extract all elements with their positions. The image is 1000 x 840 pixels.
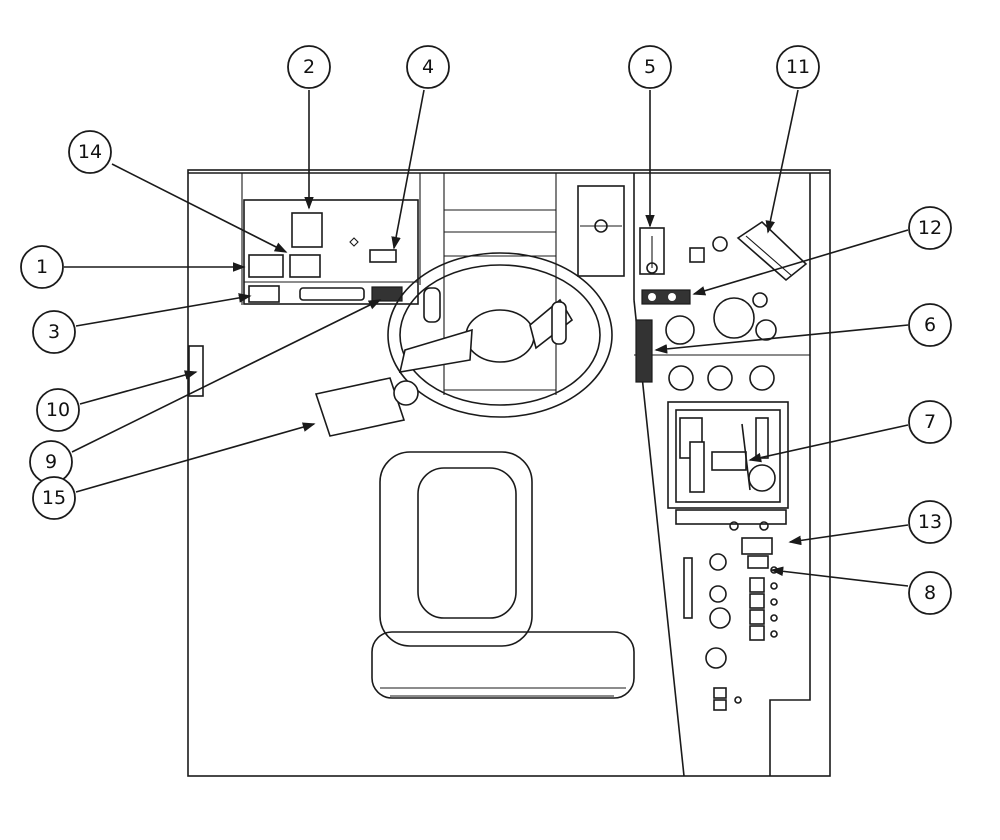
callout-5: 5 [628, 45, 672, 89]
callout-13: 13 [908, 500, 952, 544]
callout-label: 10 [46, 399, 70, 421]
callout-9: 9 [29, 440, 73, 484]
callout-label: 12 [918, 217, 942, 239]
hinge-plate [577, 185, 625, 277]
callout-12: 12 [908, 206, 952, 250]
callout-6: 6 [908, 303, 952, 347]
steering-wheel [387, 252, 613, 418]
callout-label: 3 [48, 321, 60, 343]
operator-seat [371, 451, 635, 699]
callout-label: 1 [36, 256, 48, 278]
callout-4: 4 [406, 45, 450, 89]
callout-label: 15 [42, 487, 66, 509]
callout-label: 6 [924, 314, 936, 336]
callout-7: 7 [908, 400, 952, 444]
switch-bank [683, 537, 778, 711]
callout-label: 14 [78, 141, 102, 163]
cab-outline [187, 169, 831, 777]
callout-label: 13 [918, 511, 942, 533]
callout-14: 14 [68, 130, 112, 174]
center-column [444, 209, 556, 391]
callout-11: 11 [776, 45, 820, 89]
left-dash-panel [243, 199, 419, 305]
callouts: 1 2 3 4 5 6 7 8 9 10 11 12 13 14 15 [20, 45, 952, 615]
callout-label: 2 [303, 56, 315, 78]
callout-label: 9 [45, 451, 57, 473]
callout-1: 1 [20, 245, 64, 289]
callout-label: 8 [924, 582, 936, 604]
callout-label: 5 [644, 56, 656, 78]
joystick-panel [667, 401, 789, 531]
wheel-mounted-unit [314, 377, 419, 437]
callout-2: 2 [287, 45, 331, 89]
callout-label: 4 [422, 56, 434, 78]
callout-label: 11 [786, 56, 810, 78]
callout-label: 7 [924, 411, 936, 433]
callout-10: 10 [36, 388, 80, 432]
callout-15: 15 [32, 476, 76, 520]
callout-8: 8 [908, 571, 952, 615]
callout-3: 3 [32, 310, 76, 354]
leader-lines [64, 89, 909, 587]
right-console-controls [635, 227, 777, 391]
